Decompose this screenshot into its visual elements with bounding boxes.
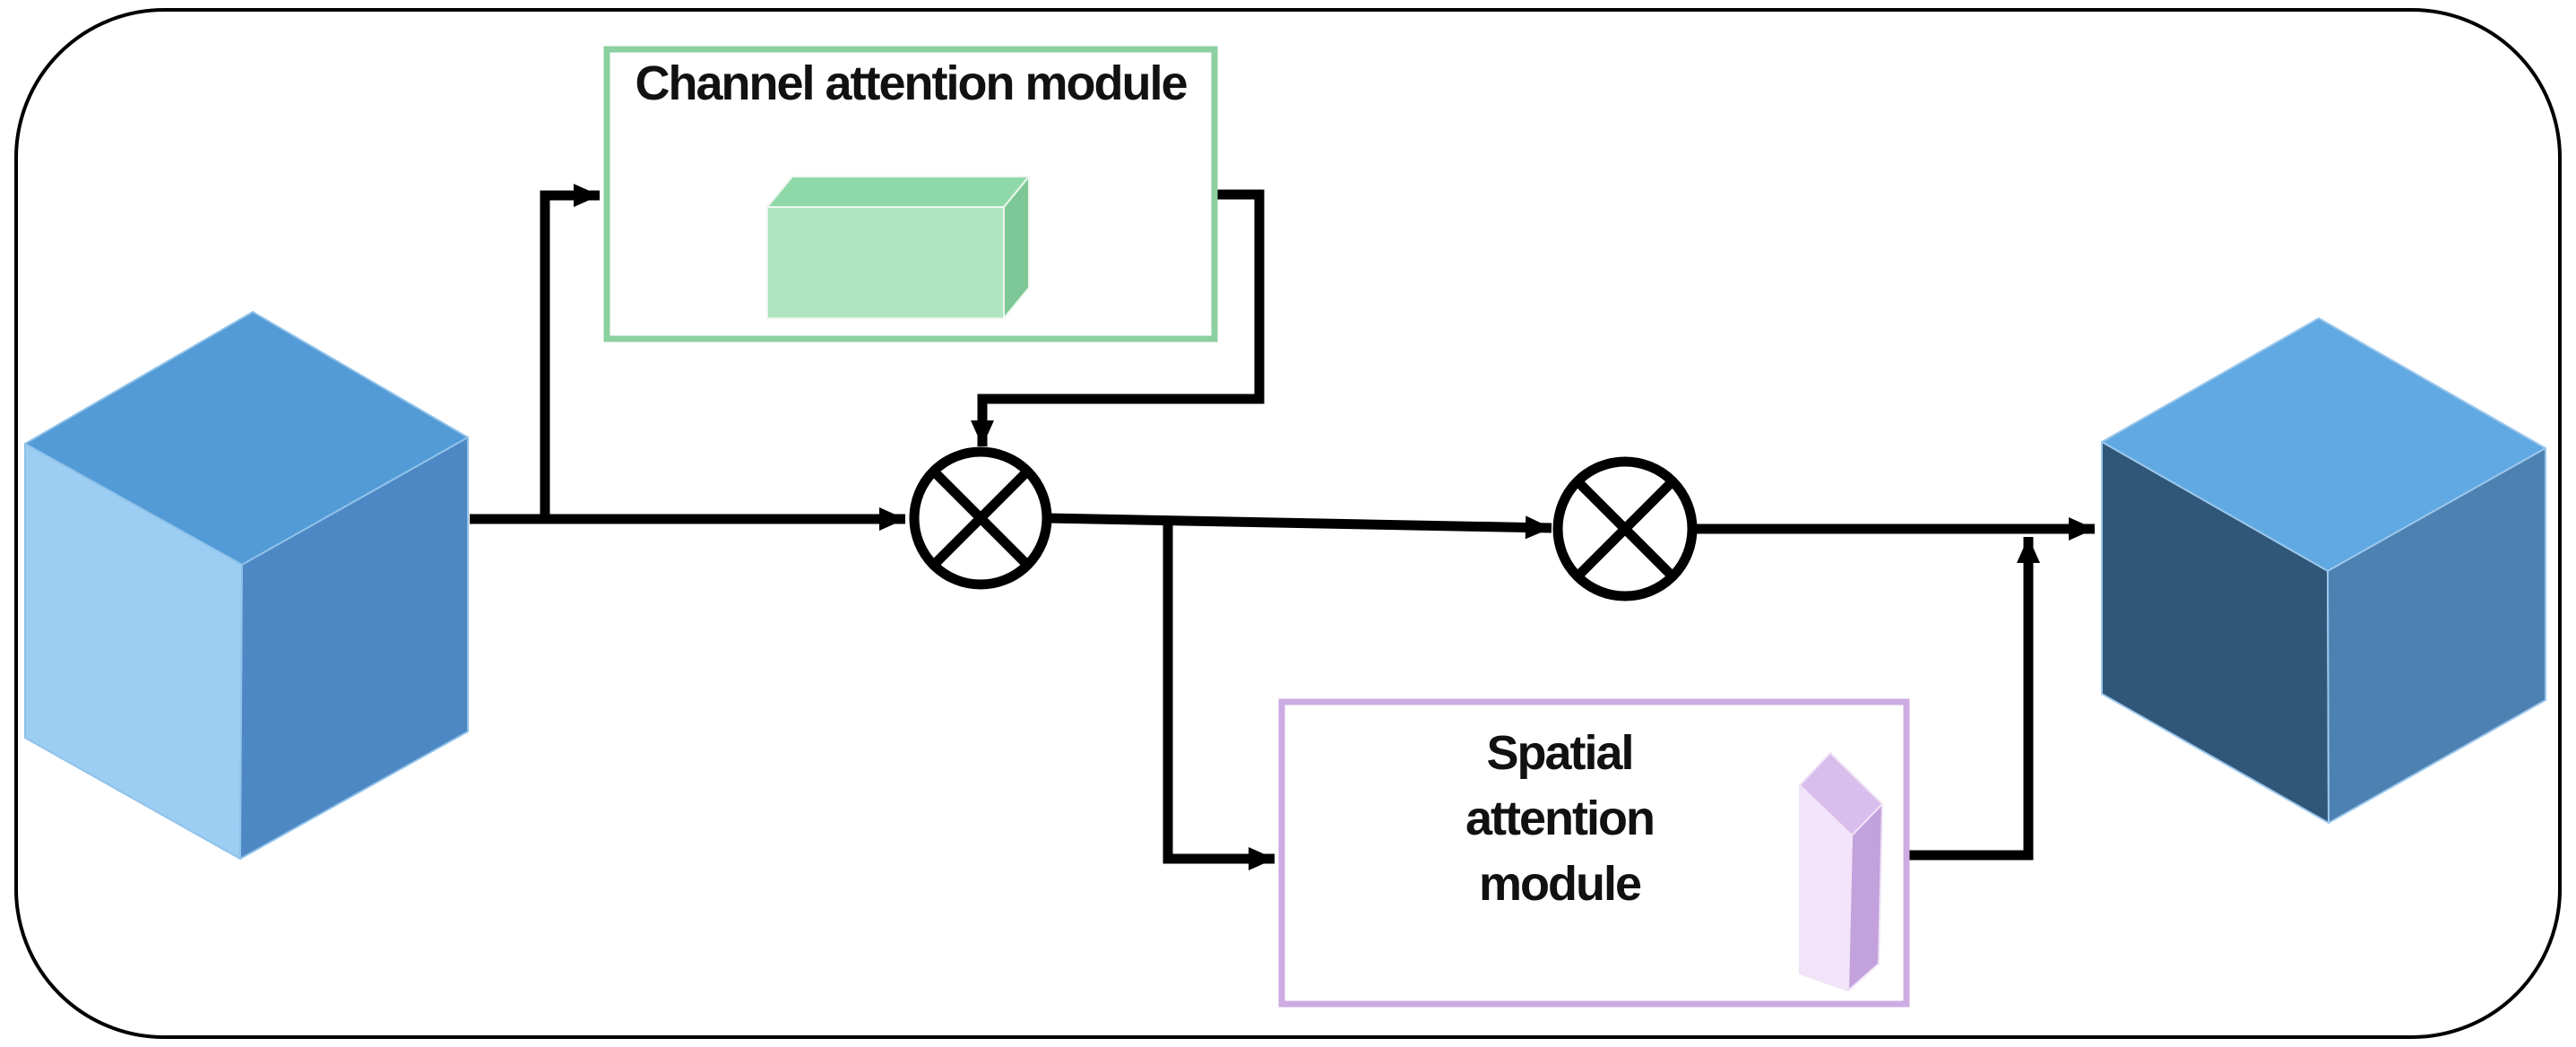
spatial-weights-slab xyxy=(1799,752,1883,991)
multiply-circle-icon-2 xyxy=(1552,456,1698,601)
multiply2-diagonal-2 xyxy=(1572,476,1678,582)
flow-lines xyxy=(470,184,2095,870)
spatial-module-title-line1: Spatial xyxy=(1486,726,1634,780)
channel-module-title: Channel attention module xyxy=(635,56,1188,110)
channel-weights-cuboid xyxy=(766,176,1030,319)
arrow-branch-to-spatial-module xyxy=(1163,521,1275,870)
arrow-channel-module-to-multiply1 xyxy=(971,189,1265,446)
output-cube-right-face xyxy=(2327,447,2546,824)
input-tensor-cube xyxy=(24,311,469,860)
channel-cuboid-front-face xyxy=(766,206,1005,319)
input-cube-right-face xyxy=(239,437,469,860)
arrow-multiply1-to-multiply2 xyxy=(1046,513,1552,540)
spatial-module-title-line3: module xyxy=(1478,857,1642,911)
spatial-slab-front-face xyxy=(1799,784,1853,991)
multiply-circle-icon-1 xyxy=(909,446,1052,590)
arrow-input-branch-to-channel-module xyxy=(540,184,600,519)
arrow-spatial-module-to-output-line xyxy=(1906,537,2040,861)
outer-rounded-border xyxy=(14,8,2562,1039)
spatial-module-title: Spatial attention module xyxy=(1291,721,1828,917)
channel-cuboid-top-face xyxy=(766,176,1030,208)
multiply1-diagonal-2 xyxy=(929,466,1033,570)
output-tensor-cube xyxy=(2101,317,2546,824)
spatial-module-title-line2: attention xyxy=(1465,792,1655,845)
